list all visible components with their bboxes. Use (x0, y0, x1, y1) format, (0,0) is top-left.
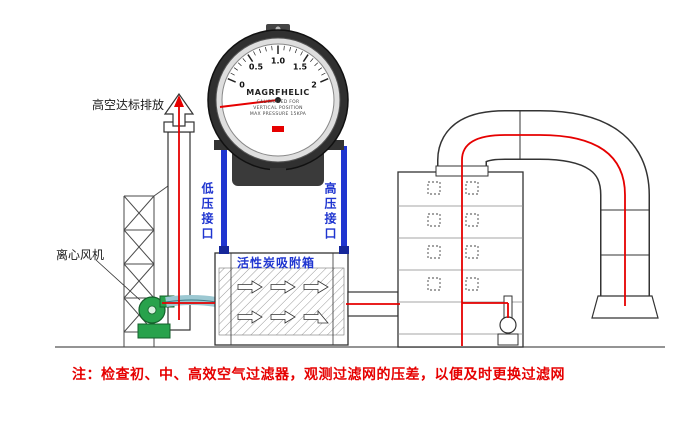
emission-label: 高空达标排放 (92, 98, 165, 112)
high-pressure-port-label: 高压接口 (323, 182, 337, 242)
flow-path-red (162, 100, 626, 346)
scrubber-tower (397, 171, 524, 348)
pressure-gauge (207, 24, 349, 186)
gauge-scale-05: 0.5 (248, 62, 264, 72)
zero-adjust-screw (270, 168, 286, 180)
gauge-cal-line2: VERTICAL POSITION (253, 106, 303, 111)
tower-nozzles (427, 181, 479, 291)
gauge-scale-0: 0 (239, 80, 245, 90)
gauge-scale-15: 1.5 (292, 62, 308, 72)
support-ladder (123, 185, 169, 347)
gauge-cal-line3: MAX PRESSURE 15KPA (249, 112, 307, 117)
flow-arrows (237, 280, 329, 324)
high-pressure-line (341, 146, 347, 254)
gauge-tick-marks (227, 45, 329, 83)
gauge-scale-2: 2 (311, 80, 317, 90)
fan-label-leader (95, 259, 141, 301)
fan-outlet-pipe-edge (165, 299, 217, 303)
carbon-adsorption-box (214, 252, 349, 346)
gauge-needle (219, 99, 279, 108)
gauge-logo (272, 126, 284, 132)
gauge-scale-10: 1.0 (270, 56, 286, 66)
fan-label: 离心风机 (56, 248, 105, 262)
flow-arrowhead (174, 95, 184, 107)
pressure-tap-lines (214, 140, 349, 254)
low-pressure-line (221, 146, 227, 254)
duct-outlet-flange (591, 295, 659, 319)
carbon-box-label: 活性炭吸附箱 (237, 256, 316, 270)
low-pressure-port-label: 低压接口 (200, 182, 214, 242)
gauge-brand-text: MAGRFHELIC (246, 88, 310, 97)
bottom-note: 注：检查初、中、高效空气过滤器，观测过滤网的压差，以便及时更换过滤网 (72, 367, 565, 383)
gauge-cal-line1: CALIBRATED FOR (256, 100, 300, 105)
